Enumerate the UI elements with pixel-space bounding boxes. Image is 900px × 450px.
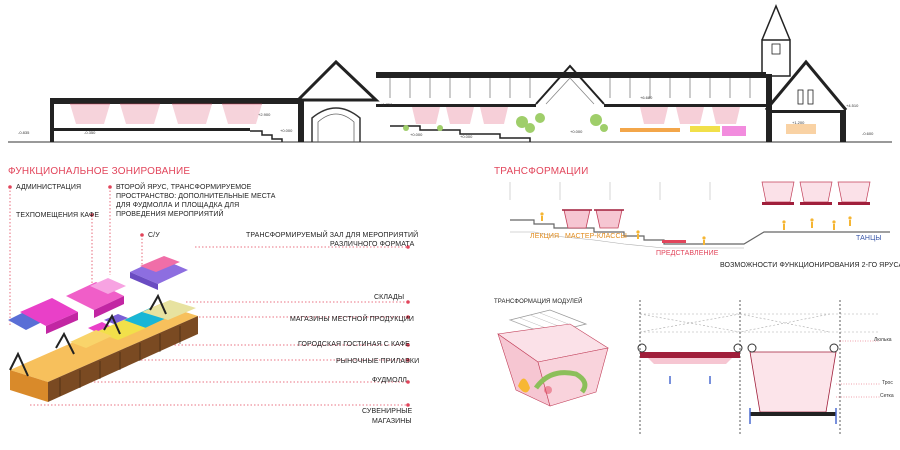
- zoning-title: ФУНКЦИОНАЛЬНОЕ ЗОНИРОВАНИЕ: [8, 166, 191, 177]
- building-section: [8, 4, 892, 143]
- label-tech: ТЕХПОМЕЩЕНИЯ КАФЕ: [16, 212, 100, 219]
- module-label-cable: Трос: [882, 380, 893, 386]
- module-label-net: Сетка: [880, 393, 894, 399]
- level-mark: -0.350: [84, 130, 96, 135]
- level-mark: +1.200: [792, 120, 805, 125]
- level-mark: +1.750: [380, 102, 393, 107]
- level-mark: +2.900: [258, 112, 271, 117]
- transform-performance: ПРЕДСТАВЛЕНИЕ: [656, 250, 719, 257]
- modules-perspective-view: [497, 309, 609, 407]
- label-storage: СКЛАДЫ: [374, 294, 405, 301]
- transform-dance: ТАНЦЫ: [856, 235, 882, 242]
- level-mark: +0.000: [460, 134, 473, 139]
- transform-masterclass: МАСТЕР-КЛАССЫ: [565, 233, 627, 240]
- transform-lecture: ЛЕКЦИЯ: [530, 233, 560, 240]
- level-mark: +4.510: [846, 103, 859, 108]
- level-mark: +0.000: [280, 128, 293, 133]
- transform-caption: ВОЗМОЖНОСТИ ФУНКЦИОНИРОВАНИЯ 2-ГО ЯРУСА: [720, 262, 900, 269]
- label-souvenir-2: МАГАЗИНЫ: [372, 418, 412, 425]
- modules-title: ТРАНСФОРМАЦИЯ МОДУЛЕЙ: [494, 299, 583, 305]
- level-mark: -0.600: [862, 131, 874, 136]
- label-wc: С/У: [148, 232, 160, 239]
- label-market: РЫНОЧНЫЕ ПРИЛАВКИ: [336, 358, 420, 365]
- level-mark: +0.000: [570, 129, 583, 134]
- label-second-tier: ВТОРОЙ ЯРУС, ТРАНСФОРМИРУЕМОЕ ПРОСТРАНСТ…: [116, 184, 276, 218]
- label-admin: АДМИНИСТРАЦИЯ: [16, 184, 82, 191]
- label-hall-1: ТРАНСФОРМИРУЕМЫЙ ЗАЛ ДЛЯ МЕРОПРИЯТИЙ: [246, 232, 419, 239]
- zoning-axonometric-model: [8, 256, 198, 402]
- label-souvenir-1: СУВЕНИРНЫЕ: [362, 408, 413, 415]
- level-mark: +0.000: [410, 132, 423, 137]
- transform-title: ТРАНСФОРМАЦИИ: [494, 166, 589, 177]
- level-mark: -0.835: [18, 130, 30, 135]
- transform-section-diagram: [509, 181, 890, 249]
- label-local-shops: МАГАЗИНЫ МЕСТНОЙ ПРОДУКЦИИ: [290, 316, 414, 323]
- label-city-hall: ГОРОДСКАЯ ГОСТИНАЯ С КАФЕ: [298, 341, 410, 348]
- label-foodmall: ФУДМОЛЛ: [372, 377, 407, 384]
- modules-section-diagram: [637, 300, 880, 436]
- level-mark: +6.680: [640, 95, 653, 100]
- zoning-leader-lines: [8, 185, 410, 407]
- module-label-cradle: Люлька: [874, 337, 892, 343]
- label-hall-2: РАЗЛИЧНОГО ФОРМАТА: [330, 241, 415, 248]
